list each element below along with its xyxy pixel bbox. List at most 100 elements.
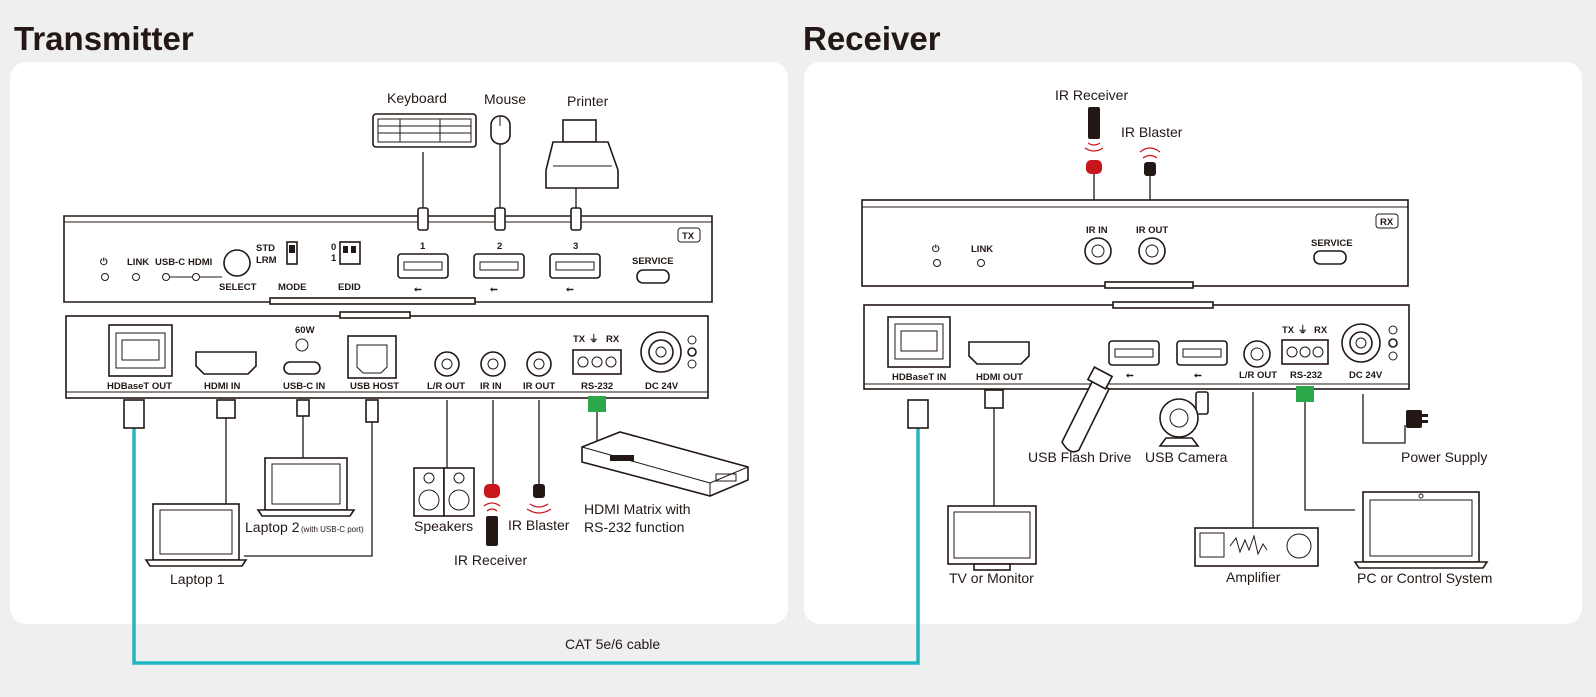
mouse-icon [490,115,511,145]
rx-ir-in-jack [1084,237,1112,265]
tx-ir-receiver-label: IR Receiver [454,552,527,568]
tx-usb-port-1 [397,253,449,279]
printer-label: Printer [567,93,609,109]
usb-camera-icon [1158,398,1200,447]
svg-text:IR IN: IR IN [480,381,502,392]
tx-select-label: SELECT [219,282,257,293]
svg-text:1: 1 [331,253,337,264]
svg-text:0: 0 [331,242,336,253]
cat-cable-label: CAT 5e/6 cable [565,636,660,652]
svg-text:RS-232: RS-232 [581,381,613,392]
svg-text:HDBaseT OUT: HDBaseT OUT [107,381,172,392]
svg-text:L/R OUT: L/R OUT [427,381,465,392]
power-supply-icon [1406,410,1428,428]
hdmi-matrix-label-1: HDMI Matrix with [584,501,691,517]
laptop-2-icon [256,457,356,517]
rx-badge: RX [1380,217,1394,228]
svg-text:HDBaseT IN: HDBaseT IN [892,372,947,383]
power-icon: ⏻ [100,256,108,268]
tx-ir-blaster-icon [526,484,552,514]
svg-text:IR OUT: IR OUT [523,381,555,392]
tx-service-label: SERVICE [632,256,674,267]
tx-usbc-label: USB-C [155,257,185,268]
tx-link-label: LINK [127,257,149,268]
tx-mode-label: MODE [278,282,307,293]
speakers-label: Speakers [414,518,473,534]
tv-monitor-icon [947,505,1037,571]
svg-text:USB HOST: USB HOST [350,381,399,392]
rx-ir-blaster-icon [1139,147,1161,176]
rx-power-icon: ⏻ [932,243,940,255]
rx-ir-receiver-label: IR Receiver [1055,87,1128,103]
svg-text:1: 1 [420,241,426,252]
hdmi-plug-tx [216,399,236,419]
cat-cable-line [132,428,920,665]
svg-text:⏚: ⏚ [589,334,599,345]
tx-usbc-port [283,361,321,375]
svg-text:TX: TX [573,334,586,345]
hdmi-plug-rx [984,389,1004,409]
svg-text:IR IN: IR IN [1086,225,1108,236]
svg-text:DC 24V: DC 24V [645,381,679,392]
tx-rear-unit: HDBaseT OUT HDMI IN 60W USB-C IN USB HOS… [65,311,709,399]
tx-usb-port-2 [473,253,525,279]
keyboard-label: Keyboard [387,90,447,106]
rx-rs232-port [1281,339,1329,365]
rx-hdmi-out-port [968,341,1030,365]
keyboard-icon [372,113,477,148]
svg-text:RX: RX [1314,325,1328,336]
tx-front-unit: TX ⏻ LINK USB-C HDMI SELECT STD LRM MODE… [63,215,713,305]
power-supply-label: Power Supply [1401,449,1487,465]
svg-text:STD: STD [256,243,275,254]
svg-text:⭠: ⭠ [414,284,422,295]
svg-text:HDMI IN: HDMI IN [204,381,241,392]
transmitter-title: Transmitter [14,20,194,57]
svg-text:USB-C IN: USB-C IN [283,381,325,392]
printer-icon [545,119,619,189]
tx-lr-out-jack [434,351,460,377]
rx-ir-receiver-icon [1084,107,1104,174]
svg-text:3: 3 [573,241,578,252]
tx-edid-label: EDID [338,282,361,293]
svg-text:LRM: LRM [256,255,277,266]
rx-front-unit: RX ⏻ LINK IR IN IR OUT SERVICE [861,199,1409,289]
tx-usb-host-port [347,335,397,379]
svg-text:IR OUT: IR OUT [1136,225,1168,236]
tx-hdmi-label: HDMI [188,257,212,268]
rj45-plug-rx [907,399,929,429]
rx-ir-blaster-label: IR Blaster [1121,124,1183,140]
svg-text:⭠: ⭠ [1126,370,1134,381]
mouse-label: Mouse [484,91,526,107]
tx-ir-blaster-label: IR Blaster [508,517,570,533]
pc-control-system-label: PC or Control System [1357,570,1492,586]
speakers-icon [413,467,475,517]
rx-link-label: LINK [971,244,993,255]
svg-text:TX: TX [1282,325,1295,336]
svg-text:RX: RX [606,334,620,345]
rx-service-port [1313,250,1347,265]
tx-ir-out-jack [526,351,552,377]
usb-flash-drive-label: USB Flash Drive [1028,449,1132,465]
select-button [223,249,251,277]
tx-usb-port-3 [549,253,601,279]
tx-hdmi-in-port [195,351,257,375]
tx-badge: TX [682,231,695,242]
receiver-title: Receiver [803,20,941,57]
svg-text:⏚: ⏚ [1298,325,1308,336]
rx-usb-port-2 [1176,340,1228,366]
pc-control-system-icon [1353,491,1489,569]
tx-rs232-port [572,349,622,375]
svg-text:DC 24V: DC 24V [1349,370,1383,381]
tx-ir-receiver-icon [483,484,501,546]
svg-text:60W: 60W [295,325,315,336]
svg-text:⭠: ⭠ [490,284,498,295]
rx-rear-unit: HDBaseT IN HDMI OUT ⭠ ⭠ L/R OUT TX ⏚ RX … [863,301,1410,390]
laptop-1-label: Laptop 1 [170,571,225,587]
laptop-2-label: Laptop 2 [245,519,300,535]
usb-camera-label: USB Camera [1145,449,1228,465]
svg-text:⭠: ⭠ [566,284,574,295]
tx-ir-in-jack [480,351,506,377]
amplifier-icon [1194,527,1319,567]
rx-service-label: SERVICE [1311,238,1353,249]
